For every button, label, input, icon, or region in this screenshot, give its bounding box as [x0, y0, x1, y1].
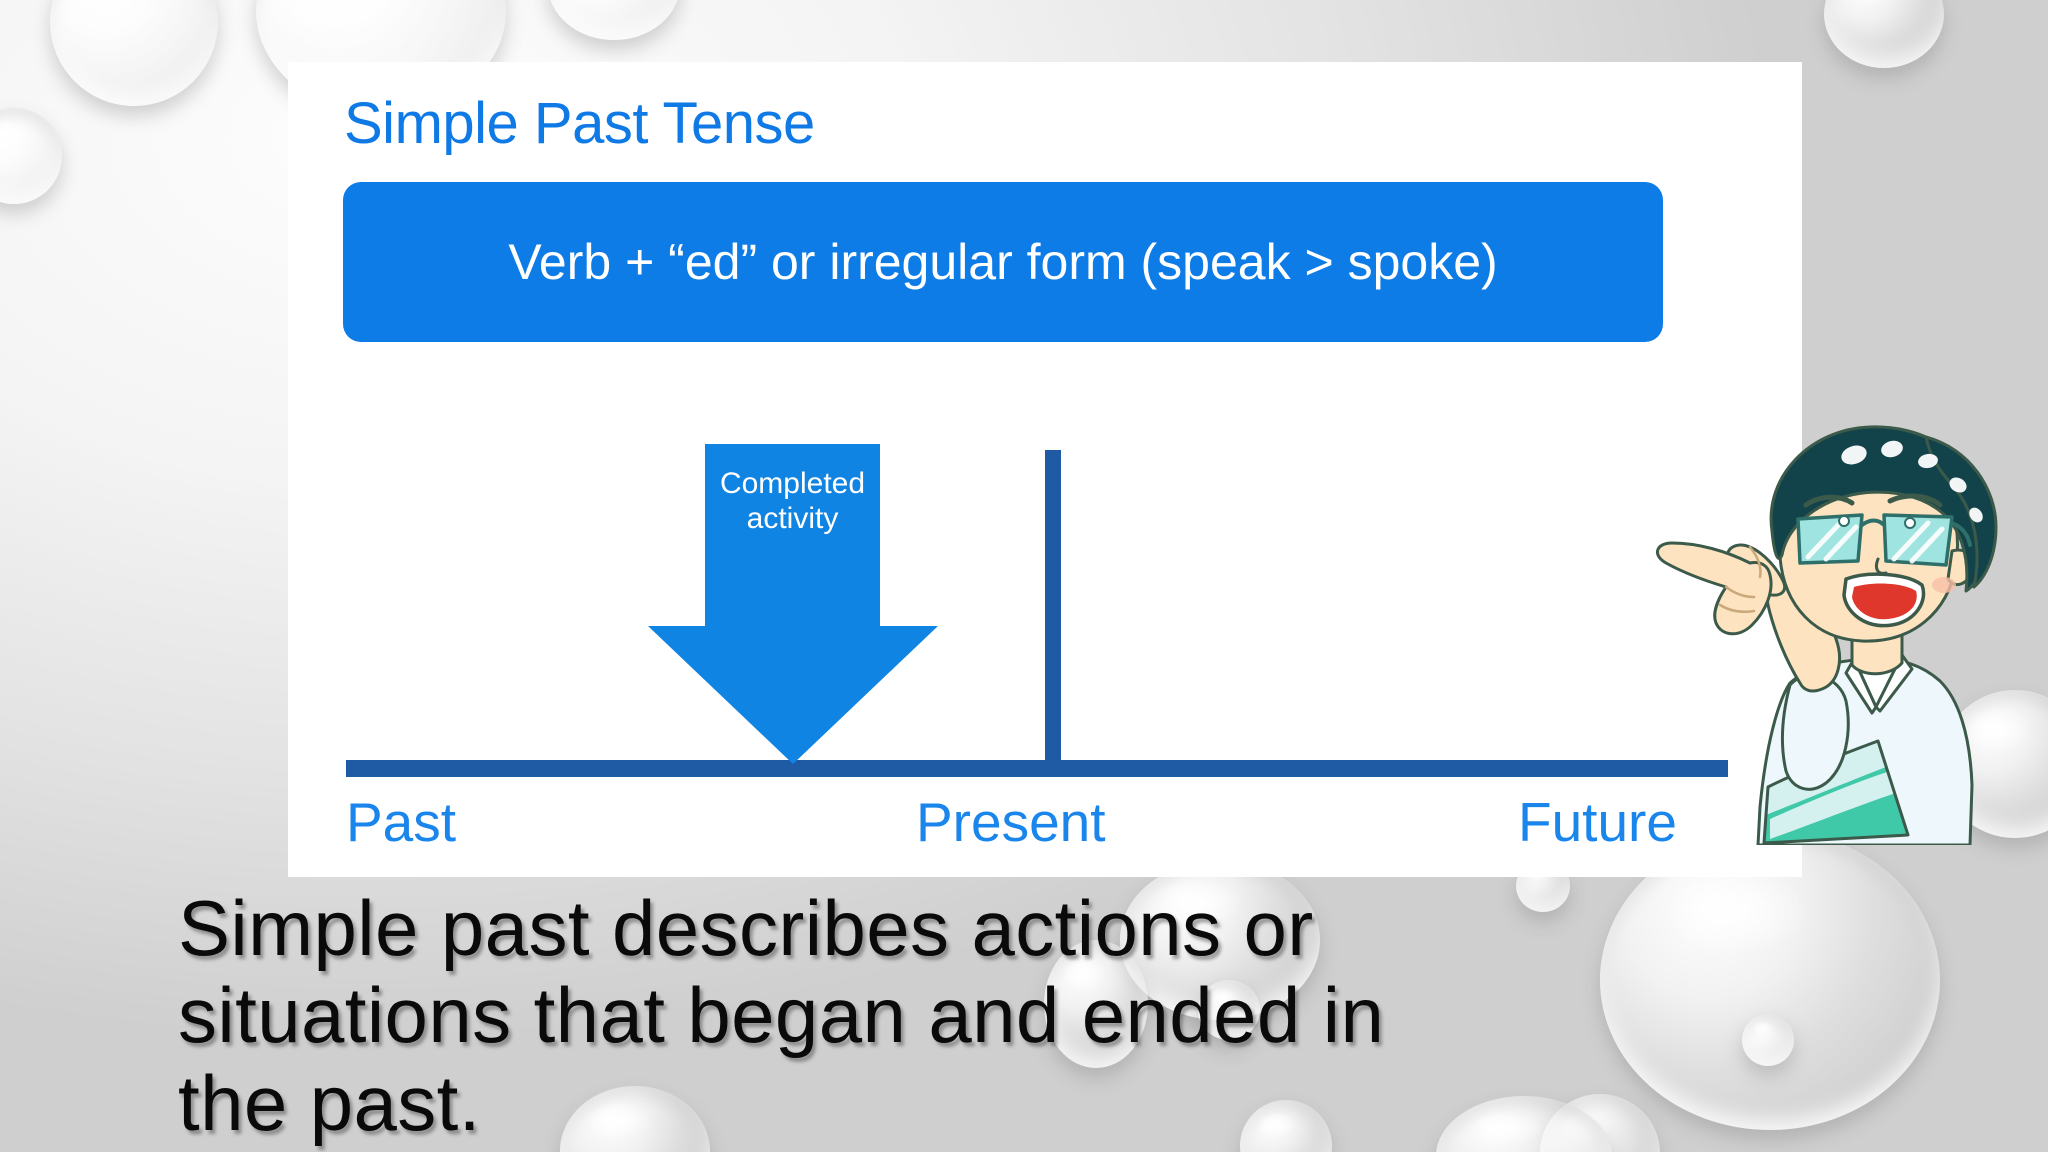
formula-text: Verb + “ed” or irregular form (speak > s…: [508, 234, 1498, 290]
arrow-shaft: [705, 444, 880, 630]
timeline-label-present: Present: [916, 791, 1106, 853]
caption-line-2: situations that began and ended in: [178, 971, 1385, 1060]
completed-activity-arrow-icon: Completed activity: [648, 444, 938, 764]
background-bubble: [548, 0, 680, 40]
caption-block: Simple past describes actions or situati…: [178, 884, 1898, 1147]
formula-banner: Verb + “ed” or irregular form (speak > s…: [343, 182, 1663, 342]
content-card: Simple Past Tense Verb + “ed” or irregul…: [288, 62, 1802, 877]
background-bubble: [50, 0, 218, 106]
timeline-label-past: Past: [346, 791, 457, 853]
caption-line-3: the past.: [178, 1058, 481, 1147]
pointing-boy-character-illustration: [1640, 415, 2048, 845]
arrow-head: [648, 626, 938, 764]
timeline-diagram: Completed activity Past Present Future: [288, 362, 1802, 853]
arrow-label: Completed activity: [705, 466, 880, 537]
background-bubble: [1824, 0, 1944, 68]
arrow-label-line-2: activity: [746, 502, 839, 536]
present-marker-tick: [1045, 450, 1061, 770]
background-bubble: [0, 108, 62, 204]
page-title: Simple Past Tense: [344, 91, 815, 156]
caption-line-1: Simple past describes actions or: [178, 884, 1314, 972]
arrow-label-line-1: Completed: [719, 467, 866, 500]
timeline-axis: [346, 760, 1728, 777]
